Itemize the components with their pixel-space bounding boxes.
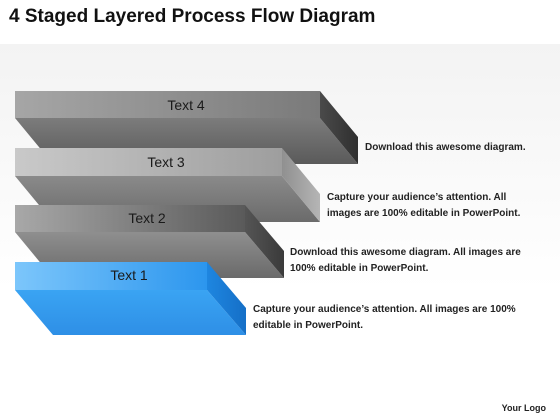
- layer-4-side: [320, 91, 358, 164]
- step-description-1: Capture your audience’s attention. All i…: [253, 304, 516, 331]
- layer-1: [15, 262, 246, 335]
- layer-1-top: [15, 262, 207, 290]
- layer-1-side: [207, 262, 246, 335]
- step-label-3: Text 3: [147, 154, 185, 170]
- step-description-4: Download this awesome diagram.: [365, 142, 526, 153]
- layer-3-top: [15, 148, 282, 176]
- layer-3-side: [282, 148, 320, 222]
- layer-2-top: [15, 205, 245, 232]
- step-description-3: Capture your audience’s attention. All i…: [327, 192, 521, 219]
- layer-2-side: [245, 205, 284, 278]
- step-label-2: Text 2: [128, 210, 166, 226]
- step-label-1: Text 1: [110, 267, 148, 283]
- logo-text: Your Logo: [501, 403, 546, 413]
- step-description-2: Download this awesome diagram. All image…: [290, 247, 521, 274]
- step-label-4: Text 4: [167, 97, 205, 113]
- layer-1-front: [15, 290, 246, 335]
- layer-4-top: [15, 91, 320, 118]
- page-title: 4 Staged Layered Process Flow Diagram: [9, 6, 376, 27]
